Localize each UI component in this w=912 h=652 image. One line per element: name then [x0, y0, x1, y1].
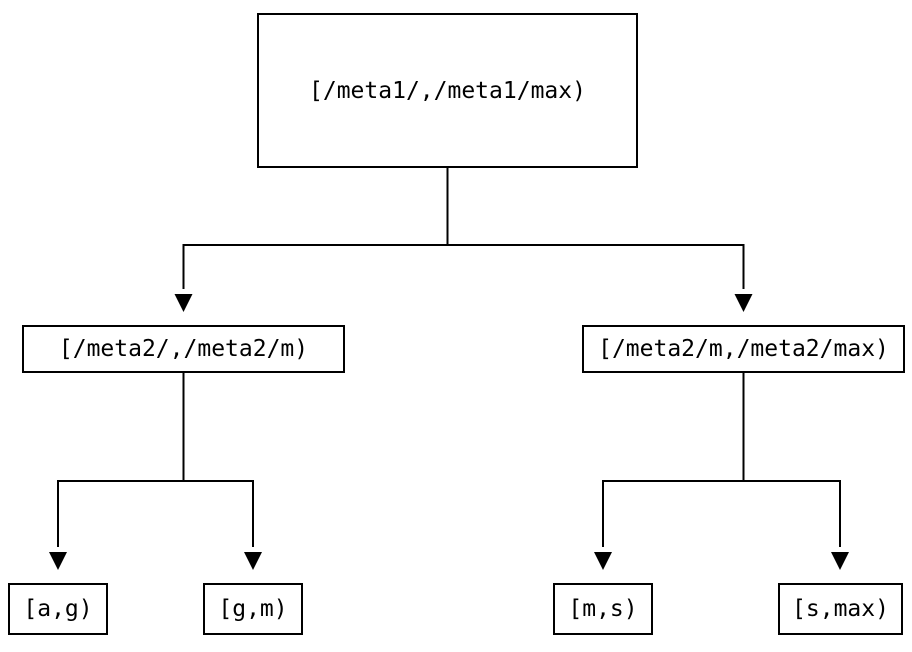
node-leaf-ms-label: [m,s): [568, 596, 638, 622]
node-meta2-right: [/meta2/m,/meta2/max): [582, 325, 905, 373]
node-leaf-gm: [g,m): [203, 583, 303, 635]
node-root: [/meta1/,/meta1/max): [257, 13, 638, 168]
node-meta2-right-label: [/meta2/m,/meta2/max): [598, 336, 889, 362]
arrowhead-down-icon: [174, 294, 193, 312]
edge-root-to-left: [182, 168, 449, 289]
arrowhead-down-icon: [49, 552, 67, 570]
node-root-label: [/meta1/,/meta1/max): [309, 77, 586, 104]
arrowhead-down-icon: [594, 552, 612, 570]
node-meta2-left-label: [/meta2/,/meta2/m): [58, 336, 309, 362]
arrowhead-down-icon: [831, 552, 849, 570]
edge-left-to-leaf-ag: [57, 373, 185, 547]
node-leaf-gm-label: [g,m): [218, 596, 288, 622]
node-leaf-ag-label: [a,g): [23, 596, 93, 622]
node-leaf-smax: [s,max): [778, 583, 903, 635]
node-leaf-ms: [m,s): [553, 583, 653, 635]
edge-root-to-right: [447, 244, 745, 289]
arrowhead-down-icon: [734, 294, 753, 312]
node-meta2-left: [/meta2/,/meta2/m): [22, 325, 345, 373]
node-leaf-smax-label: [s,max): [792, 596, 889, 622]
edge-right-to-leaf-ms: [602, 373, 745, 547]
edge-right-to-leaf-smax: [743, 480, 841, 547]
node-leaf-ag: [a,g): [8, 583, 108, 635]
edge-left-to-leaf-gm: [183, 480, 254, 547]
arrowhead-down-icon: [244, 552, 262, 570]
